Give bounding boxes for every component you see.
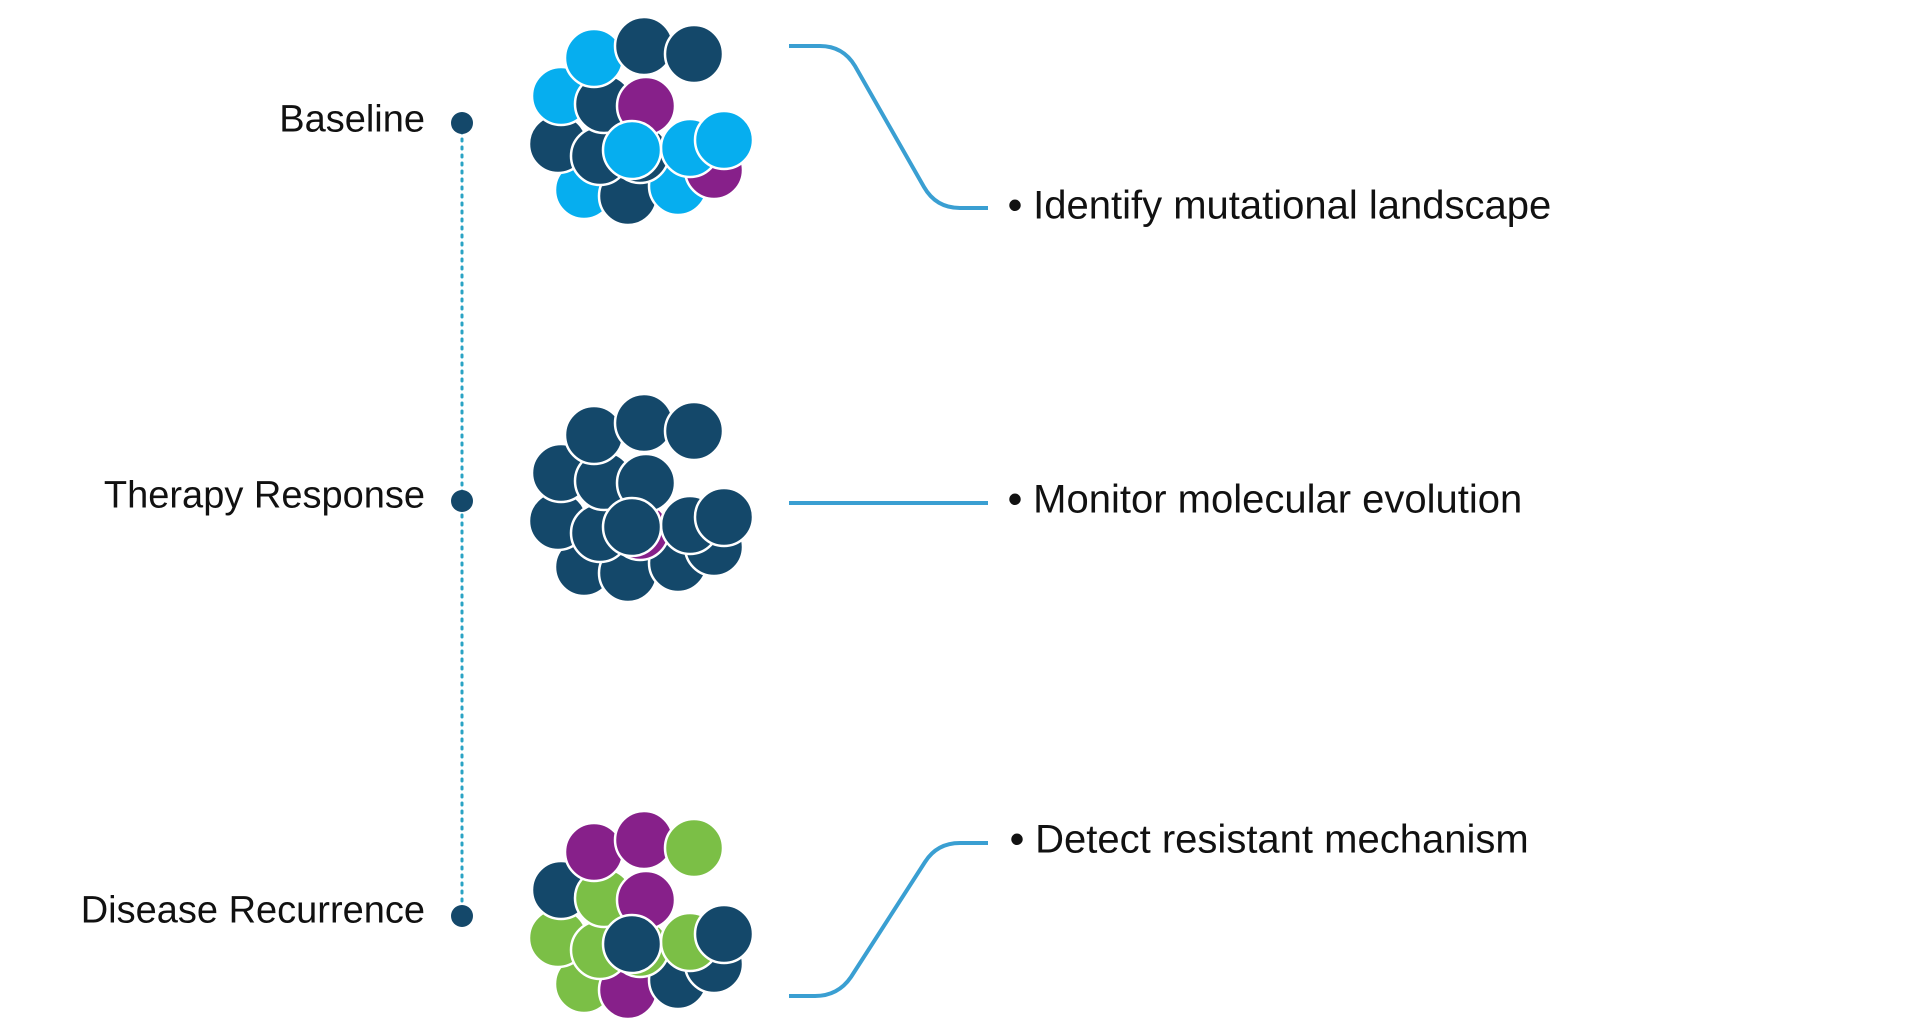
tumor-cell-purple bbox=[613, 809, 675, 871]
tumor-cell-purple bbox=[563, 821, 625, 883]
connector-baseline bbox=[789, 44, 988, 210]
stage-label-disease-recurrence: Disease Recurrence bbox=[80, 889, 425, 932]
bullet-icon: • bbox=[1008, 477, 1023, 522]
tumor-cell-dark-navy bbox=[693, 486, 755, 548]
tumor-cell-sky-blue bbox=[601, 119, 663, 181]
bullet-icon: • bbox=[1010, 817, 1025, 862]
tumor-cell-dark-navy bbox=[601, 496, 663, 558]
tumor-cell-dark-navy bbox=[601, 913, 663, 975]
bullet-point-baseline: • Identify mutational landscape bbox=[1008, 184, 1551, 229]
timeline-node-baseline bbox=[451, 112, 473, 134]
bullet-text-therapy-response: Monitor molecular evolution bbox=[1033, 477, 1523, 522]
timeline-node-therapy-response bbox=[451, 490, 473, 512]
cell-cluster-baseline bbox=[527, 15, 755, 227]
bullet-point-therapy-response: • Monitor molecular evolution bbox=[1008, 478, 1522, 523]
cell-cluster-therapy-response bbox=[527, 392, 755, 604]
cell-cluster-disease-recurrence bbox=[527, 809, 755, 1021]
tumor-cell-dark-navy bbox=[613, 15, 675, 77]
tumor-cell-dark-navy bbox=[563, 404, 625, 466]
tumor-cell-sky-blue bbox=[563, 27, 625, 89]
stage-label-baseline: Baseline bbox=[279, 98, 425, 141]
tumor-cell-dark-navy bbox=[693, 903, 755, 965]
bullet-text-baseline: Identify mutational landscape bbox=[1033, 183, 1552, 228]
bullet-point-disease-recurrence: • Detect resistant mechanism bbox=[1010, 818, 1529, 863]
connector-disease-recurrence bbox=[789, 841, 988, 998]
tumor-cell-green bbox=[663, 817, 725, 879]
tumor-cell-dark-navy bbox=[663, 23, 725, 85]
tumor-cell-dark-navy bbox=[613, 392, 675, 454]
tumor-cell-sky-blue bbox=[693, 109, 755, 171]
bullet-icon: • bbox=[1008, 183, 1023, 228]
timeline-node-disease-recurrence bbox=[451, 905, 473, 927]
stage-label-therapy-response: Therapy Response bbox=[103, 474, 425, 517]
bullet-text-disease-recurrence: Detect resistant mechanism bbox=[1035, 817, 1529, 862]
tumor-cell-dark-navy bbox=[663, 400, 725, 462]
